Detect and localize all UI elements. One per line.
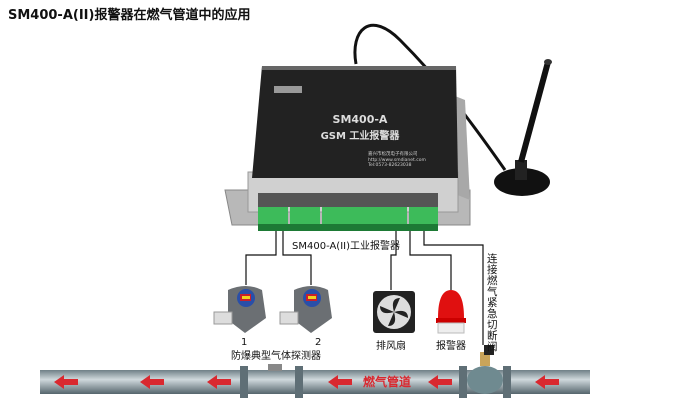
detectors-label: 防爆典型气体探测器 (231, 351, 321, 362)
device-name: GSM 工业报警器 (320, 131, 400, 142)
device-company: 嘉兴市松茂电子有限公司 (368, 152, 418, 157)
gsm-alarm-device (224, 66, 471, 231)
gas-pipe (40, 364, 590, 398)
terminal-blocks (258, 207, 438, 231)
detector-1-number: 1 (241, 337, 248, 348)
device-label: SM400-A(II)工业报警器 (292, 241, 400, 252)
device-tel: Tel:0573-82623038 (368, 163, 412, 168)
gas-detector-1-icon (213, 286, 266, 333)
antenna-cable (353, 23, 507, 171)
alarm-label: 报警器 (436, 341, 466, 352)
antenna-icon (494, 59, 552, 196)
alarm-light-icon (436, 290, 466, 334)
device-url: http://www.smdianet.com (368, 157, 426, 163)
device-model: SM400-A (332, 113, 388, 126)
gas-detector-2-icon (279, 286, 332, 333)
flow-arrows (54, 375, 559, 389)
device-info: 嘉兴市松茂电子有限公司 http://www.smdianet.com Tel:… (368, 152, 426, 169)
pipe-label: 燃气管道 (363, 375, 412, 389)
exhaust-fan-icon (373, 291, 415, 333)
shutoff-valve-icon (467, 345, 503, 394)
fan-label: 排风扇 (376, 341, 406, 352)
detector-2-number: 2 (315, 337, 322, 348)
wires (245, 231, 484, 345)
diagram-title: SM400-A(II)报警器在燃气管道中的应用 (8, 8, 251, 23)
valve-label: 连接燃气紧急切断阀 (487, 253, 498, 353)
